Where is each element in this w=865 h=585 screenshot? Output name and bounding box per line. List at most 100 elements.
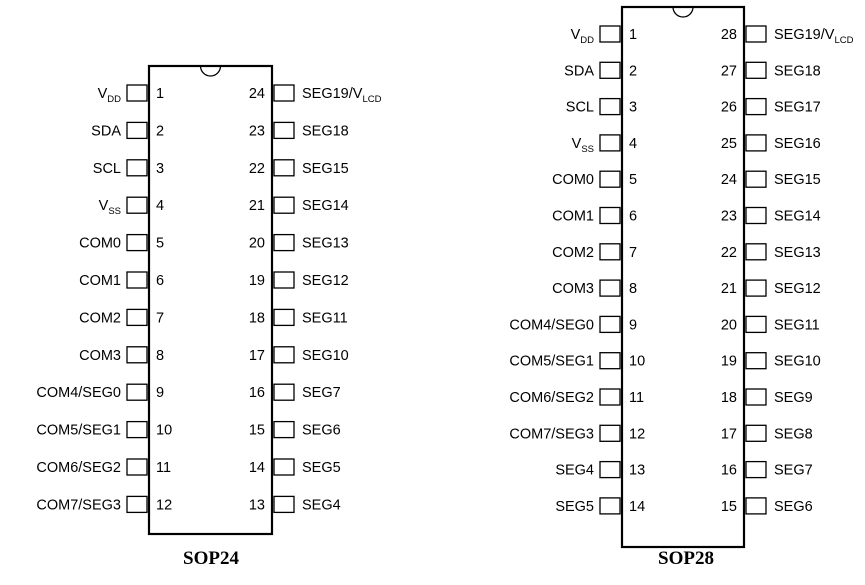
pin-number: 5 <box>156 236 164 252</box>
pin-number: 1 <box>156 86 164 102</box>
pin-number: 25 <box>721 136 737 152</box>
pin-number: 4 <box>156 198 164 214</box>
pin-name: COM6/SEG2 <box>509 390 594 406</box>
pin-lead <box>599 97 621 116</box>
pin-name: SEG18 <box>774 63 821 79</box>
pin-number: 1 <box>629 27 637 43</box>
pin-lead <box>745 279 767 297</box>
pin-name: SEG10 <box>774 354 821 370</box>
pin-lead <box>745 315 767 334</box>
pin-name: COM3 <box>552 281 594 297</box>
pin-lead <box>273 420 295 439</box>
pin-lead <box>273 346 295 364</box>
pin-number: 6 <box>629 209 637 225</box>
pin-number: 19 <box>721 354 737 370</box>
pin-number: 7 <box>156 310 164 326</box>
pin-name: SEG7 <box>774 463 813 479</box>
pin-lead <box>745 352 767 370</box>
pin-number: 9 <box>156 385 164 401</box>
pin-number: 3 <box>156 161 164 177</box>
pin-name: SEG17 <box>774 100 821 116</box>
pin-lead <box>745 97 767 116</box>
pin-lead <box>273 383 295 401</box>
pin-name: COM1 <box>79 273 121 289</box>
pin-number: 8 <box>629 281 637 297</box>
pin-number: 21 <box>249 198 265 214</box>
pin-lead <box>126 458 148 476</box>
pin-number: 22 <box>249 161 265 177</box>
pin-name: VDD <box>98 86 122 105</box>
pin-lead <box>273 458 295 476</box>
pin-name: COM5/SEG1 <box>36 423 121 439</box>
pin-name: SEG18 <box>302 123 349 139</box>
pin-lead <box>599 170 621 188</box>
pin-lead <box>273 196 295 214</box>
pin-name: SEG12 <box>774 281 821 297</box>
pin-lead <box>126 346 148 364</box>
package-title: SOP28 <box>658 548 714 569</box>
pin-lead <box>745 25 767 43</box>
pin-number: 14 <box>629 499 645 515</box>
pin-name: COM4/SEG0 <box>509 317 594 333</box>
pin-number: 10 <box>629 354 645 370</box>
pin-number: 6 <box>156 273 164 289</box>
pin-number: 11 <box>629 390 644 406</box>
pin-lead <box>599 460 621 479</box>
pin-number: 14 <box>249 460 265 476</box>
pin-name: SEG6 <box>774 499 813 515</box>
pin-lead <box>745 388 767 406</box>
pin-name: COM3 <box>79 348 121 364</box>
ic-body <box>147 64 274 536</box>
pin-lead <box>745 424 767 442</box>
pin-number: 15 <box>721 499 737 515</box>
pin-name: SEG4 <box>302 497 341 513</box>
pin-name: SDA <box>564 63 594 79</box>
pin-number: 18 <box>249 310 265 326</box>
pin-name: VSS <box>572 136 594 155</box>
pin-name: SEG10 <box>302 348 349 364</box>
pin-number: 24 <box>249 86 265 102</box>
pin-number: 13 <box>629 463 645 479</box>
pin-lead <box>745 61 767 79</box>
pin-number: 23 <box>249 123 265 139</box>
pin-number: 3 <box>629 100 637 116</box>
pin-name: SCL <box>566 100 594 116</box>
pin-name: COM6/SEG2 <box>36 460 121 476</box>
pin-lead <box>126 121 148 140</box>
pin-lead <box>745 460 767 479</box>
pin-name: SEG11 <box>774 317 820 333</box>
pin-lead <box>273 271 295 289</box>
pin-lead <box>273 159 295 177</box>
pin-number: 27 <box>721 63 737 79</box>
pin-name: SEG8 <box>774 426 813 442</box>
orientation-notch <box>672 6 694 18</box>
pin-number: 18 <box>721 390 737 406</box>
pin-lead <box>599 388 621 406</box>
pin-name: SEG5 <box>555 499 594 515</box>
pin-name: SEG13 <box>774 245 821 261</box>
pin-number: 5 <box>629 172 637 188</box>
pin-number: 20 <box>249 236 265 252</box>
pin-name: COM4/SEG0 <box>36 385 121 401</box>
pin-lead <box>126 420 148 439</box>
pin-lead <box>126 196 148 214</box>
pin-name: SEG19/VLCD <box>302 86 382 105</box>
sop28-package: 1VDD2SDA3SCL4VSS5COM06COM17COM28COM39COM… <box>509 5 854 569</box>
pin-lead <box>126 271 148 289</box>
pin-name: COM0 <box>79 236 121 252</box>
pin-name: SEG9 <box>774 390 813 406</box>
pin-name: SEG5 <box>302 460 341 476</box>
pin-number: 2 <box>629 63 637 79</box>
pin-name: SEG16 <box>774 136 821 152</box>
pin-name: SEG15 <box>302 161 349 177</box>
pin-number: 26 <box>721 100 737 116</box>
pin-lead <box>599 243 621 261</box>
pin-lead <box>273 84 295 102</box>
pin-name: SEG19/VLCD <box>774 27 854 46</box>
pin-lead <box>126 84 148 102</box>
pin-number: 11 <box>156 460 171 476</box>
pin-name: SEG7 <box>302 385 341 401</box>
pin-name: SEG11 <box>302 310 348 326</box>
pin-name: SDA <box>91 123 121 139</box>
